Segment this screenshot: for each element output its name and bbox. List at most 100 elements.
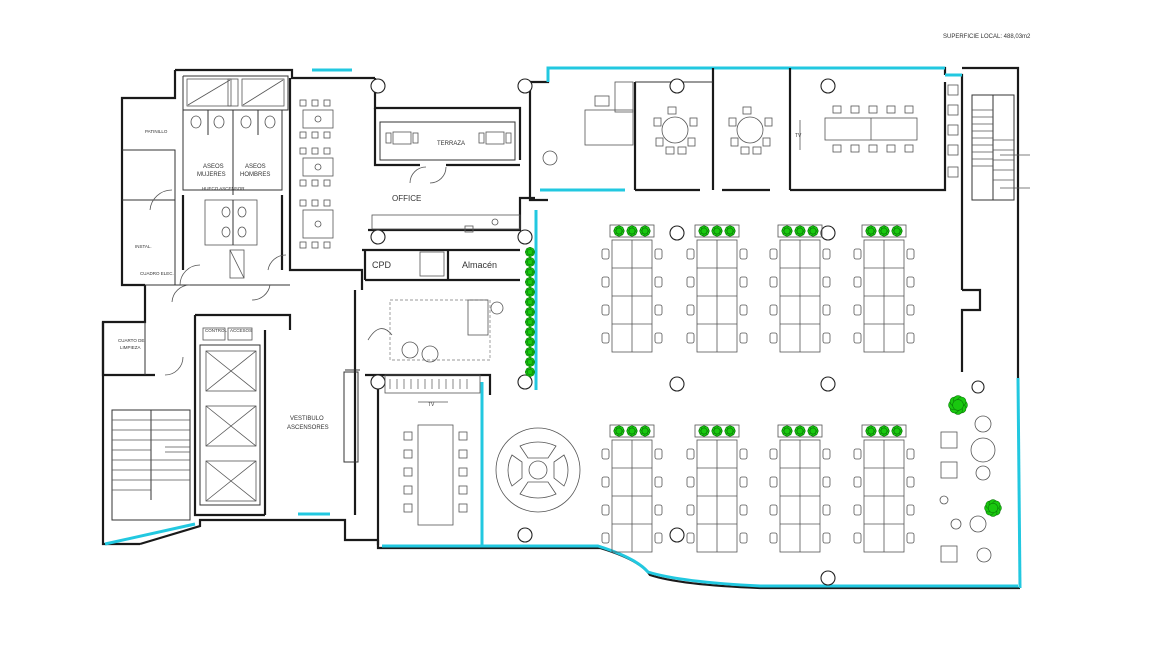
chair-icon (853, 332, 862, 344)
office-tables (299, 99, 521, 249)
chair-icon (769, 304, 778, 316)
stair-icon (971, 94, 1030, 201)
toilet-icon (190, 115, 276, 238)
chair-icon (906, 248, 915, 260)
column-icon (820, 376, 836, 392)
desk-cluster (686, 224, 748, 353)
reception (367, 299, 504, 363)
chair-icon (853, 532, 862, 544)
plant-icon (613, 225, 625, 237)
plant-icon (524, 316, 536, 328)
patinillo-2-label: INSTAL. (135, 244, 152, 249)
wall-storage (947, 84, 959, 178)
plant-icon (865, 225, 877, 237)
column-icon (971, 380, 985, 394)
column-icon (820, 225, 836, 241)
aseos-hombres-label: ASEOS (245, 164, 266, 170)
desk-cluster (769, 224, 831, 353)
column-icon (370, 229, 386, 245)
chair-icon (906, 448, 915, 460)
chair-icon (769, 332, 778, 344)
chair-icon (906, 304, 915, 316)
column-icon (669, 225, 685, 241)
plant-icon (698, 425, 710, 437)
control-label: CONTROL (205, 328, 227, 333)
chair-icon (906, 532, 915, 544)
plant-icon (524, 276, 536, 288)
chair-icon (853, 276, 862, 288)
plant-icon (794, 225, 806, 237)
chair-icon (822, 276, 831, 288)
plant-icon (878, 425, 890, 437)
aseos-hombres-sub: HOMBRES (240, 172, 270, 178)
top-offices (542, 81, 918, 166)
plant-icon (794, 425, 806, 437)
plant-icon (524, 246, 536, 258)
chair-icon (654, 448, 663, 460)
desk-cluster (686, 424, 748, 553)
desk-cluster (853, 424, 915, 553)
chair-icon (686, 276, 695, 288)
aseos-mujeres-label: ASEOS (203, 164, 224, 170)
chair-icon (654, 332, 663, 344)
vestibulo-sub: ASCENSORES (287, 425, 329, 431)
chair-icon (853, 448, 862, 460)
desk-clusters (601, 224, 915, 553)
chair-icon (654, 476, 663, 488)
cuarto-limpieza-label: CUARTO DE (118, 338, 144, 343)
chair-icon (739, 448, 748, 460)
column-icon (370, 78, 386, 94)
elevator-icon (199, 327, 261, 506)
chair-icon (769, 448, 778, 460)
columns (370, 78, 985, 586)
terrace-furniture (379, 121, 516, 161)
chair-icon (906, 276, 915, 288)
plant-icon (984, 499, 1002, 517)
chair-icon (601, 504, 610, 516)
chair-icon (686, 332, 695, 344)
plant-icon (807, 425, 819, 437)
chair-icon (654, 248, 663, 260)
plant-icon (524, 366, 536, 378)
chair-icon (739, 476, 748, 488)
plant-icon (948, 395, 968, 415)
plant-icon (524, 256, 536, 268)
plant-icon (524, 346, 536, 358)
plant-icon (724, 425, 736, 437)
plant-icon (524, 336, 536, 348)
patinillo-label: PATINILLO (145, 129, 168, 134)
stair-icon (111, 409, 191, 521)
glazing (104, 66, 1022, 589)
plant-icon (711, 425, 723, 437)
plant-icon (878, 225, 890, 237)
aseos-mujeres-sub: MUJERES (197, 172, 226, 178)
chair-icon (739, 504, 748, 516)
chair-icon (906, 504, 915, 516)
plant-icon (613, 425, 625, 437)
column-icon (820, 78, 836, 94)
lounge-right (939, 415, 996, 563)
toilets (149, 78, 447, 376)
desk-cluster (853, 224, 915, 353)
chair-icon (822, 248, 831, 260)
plant-icon (524, 296, 536, 308)
chair-icon (769, 504, 778, 516)
chair-icon (822, 504, 831, 516)
chair-icon (769, 248, 778, 260)
area-note: SUPERFICIE LOCAL: 488,03m2 (943, 34, 1031, 40)
chair-icon (822, 476, 831, 488)
office-label: OFFICE (392, 194, 421, 203)
vestibulo-label: VESTIBULO (290, 416, 324, 422)
chair-icon (769, 476, 778, 488)
terraza-label: TERRAZA (437, 141, 465, 147)
chair-icon (601, 304, 610, 316)
control-accesos-label: ACCESOS (230, 328, 252, 333)
chair-icon (739, 248, 748, 260)
plant-icon (865, 425, 877, 437)
plant-icon (524, 356, 536, 368)
chair-icon (853, 476, 862, 488)
column-icon (517, 229, 533, 245)
column-icon (517, 527, 533, 543)
column-icon (669, 527, 685, 543)
plant-icon (524, 326, 536, 338)
